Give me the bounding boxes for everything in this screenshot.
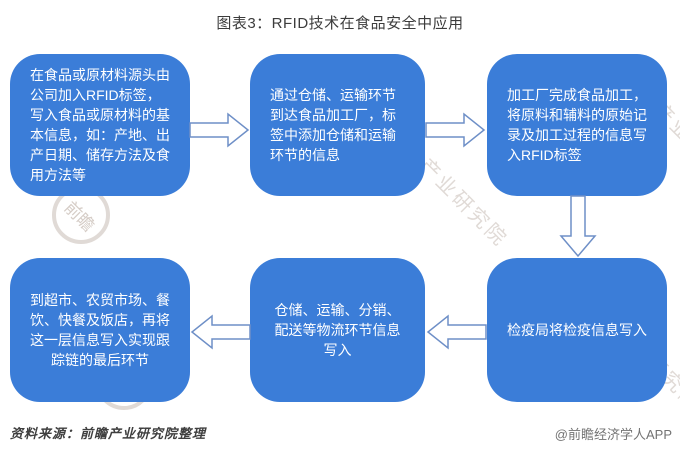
brand-credit: @前瞻经济学人APP: [554, 427, 672, 442]
flow-box-step-6: 检疫局将检疫信息写入: [487, 258, 667, 402]
flow-box-step-4: 到超市、农贸市场、餐饮、快餐及饭店，再将这一层信息写入实现跟踪链的最后环节: [10, 258, 190, 402]
arrow-left-step5-to-step4-icon: [190, 314, 251, 350]
flow-box-step-3: 加工厂完成食品加工，将原料和辅料的原始记录及加工过程的信息写入RFID标签: [487, 54, 667, 196]
arrow-down-step3-to-step6-icon: [559, 195, 597, 258]
page-title: 图表3：RFID技术在食品安全中应用: [216, 15, 464, 32]
flow-box-step-5-text: 仓储、运输、分销、配送等物流环节信息写入: [274, 301, 401, 359]
arrow-right-step1-to-step2-icon: [189, 112, 250, 148]
watermark-logo-label: 前瞻: [60, 197, 99, 236]
flow-box-step-2: 通过仓储、运输环节到达食品加工厂，标签中添加仓储和运输环节的信息: [250, 54, 425, 196]
source-note: 资料来源：前瞻产业研究院整理: [10, 426, 207, 441]
flow-box-step-6-text: 检疫局将检疫信息写入: [507, 321, 647, 338]
flow-box-step-1-text: 在食品或原材料源头由公司加入RFID标签，写入食品或原材料的基本信息，如：产地、…: [30, 66, 170, 184]
flow-box-step-5: 仓储、运输、分销、配送等物流环节信息写入: [250, 258, 425, 402]
arrow-right-step2-to-step3-icon: [425, 112, 486, 148]
flow-box-step-1: 在食品或原材料源头由公司加入RFID标签，写入食品或原材料的基本信息，如：产地、…: [10, 54, 190, 196]
flow-box-step-3-text: 加工厂完成食品加工，将原料和辅料的原始记录及加工过程的信息写入RFID标签: [507, 86, 647, 164]
flow-box-step-2-text: 通过仓储、运输环节到达食品加工厂，标签中添加仓储和运输环节的信息: [270, 86, 396, 164]
arrow-left-step6-to-step5-icon: [426, 314, 487, 350]
flow-box-step-4-text: 到超市、农贸市场、餐饮、快餐及饭店，再将这一层信息写入实现跟踪链的最后环节: [30, 291, 170, 369]
